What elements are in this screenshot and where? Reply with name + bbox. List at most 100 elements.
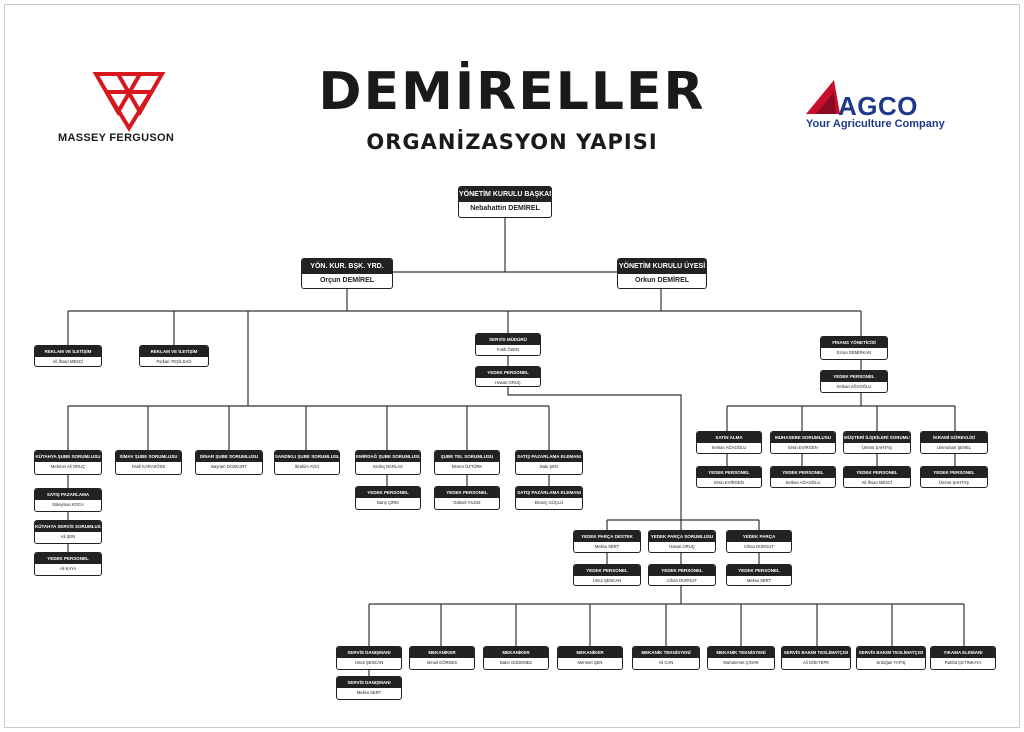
org-node-ads-1: REKLAM VE İLETİŞİM Ali İhsan MESCİ	[34, 345, 102, 367]
org-node-role: SATIŞ PAZARLAMA ELEMANI	[516, 487, 582, 498]
org-node-role: REKLAM VE İLETİŞİM	[140, 346, 208, 357]
org-node-name: Serkan AĞAOĞLU	[711, 445, 747, 450]
org-node-name: Orkun DEMİREL	[634, 277, 690, 284]
org-node-service-team: MEKANİKER İsmail GÖRDES	[409, 646, 475, 670]
org-node-finance-team: İKRAMİ GÖREVLİSİ Ummuhan ŞENEL	[920, 431, 988, 454]
org-node-finance-team: SATIN ALMA Serkan AĞAOĞLU	[696, 431, 762, 454]
org-node-name: Ali ŞEN	[60, 534, 76, 539]
agco-logo	[806, 80, 840, 114]
org-node-role: SİMAV ŞUBE SORUMLUSU	[116, 451, 181, 462]
org-node-finance-team-backup: YEDEK PERSONEL Ersin EVİRGEN	[696, 466, 762, 488]
org-node-name: Göksel YILDIZ	[453, 500, 481, 505]
org-node-role: MEKANİK TEKNİSYENİ	[633, 647, 699, 658]
org-node-role: YEDEK PERSONEL	[771, 467, 835, 478]
org-node-role: MEKANİKER	[410, 647, 474, 658]
org-node-name: Ercan DEMİRKAN	[836, 350, 872, 355]
org-node-service-team: SERVİS DANIŞMANI Umut ŞENCAN	[336, 646, 402, 670]
org-node-name: Fatih ÖZEN	[496, 347, 520, 352]
org-node-role: KÜTAHYA SERVİS SORUMLUSU	[35, 521, 101, 532]
org-node-name: Rahfat ÇETİNKAYA	[944, 660, 982, 665]
org-node-role: YEDEK PERSONEL	[356, 487, 420, 498]
org-node-role: MEKANİKER	[558, 647, 622, 658]
org-node-name: Ali İhsan MESCİ	[861, 480, 893, 485]
org-node-finance-team-backup: YEDEK PERSONEL Ümmü ŞAHTAŞ	[920, 466, 988, 488]
org-node-parts: YEDEK PARÇA DESTEK Melisa SERT	[573, 530, 641, 553]
org-node-emirdag-backup: YEDEK PERSONEL Barış ÇIRIK	[355, 486, 421, 510]
org-node-name: Batın GÜDEMEZ	[500, 660, 532, 665]
org-node-role: SERVİS DANIŞMANI	[337, 647, 401, 658]
org-node-name: Fatih KARAKÖSE	[131, 464, 166, 469]
org-node-role: SERVİS MÜDÜRÜ	[476, 334, 540, 345]
org-node-parts-backup: YEDEK PERSONEL Umut ŞENCAN	[573, 564, 641, 586]
org-node-name: Ekmeç GÜÇLÜ	[534, 500, 564, 505]
org-node-role: EMİRDAĞ ŞUBE SORUMLUSU	[356, 451, 420, 462]
org-node-finance-manager: FİNANS YÖNETİCİSİ Ercan DEMİRKAN	[820, 336, 888, 360]
org-node-role: SERVİS DANIŞMANI	[337, 677, 401, 688]
org-node-parts: YEDEK PARÇA Cihan DURGUT	[726, 530, 792, 553]
org-node-name: Ersin EVİRGEN	[714, 480, 744, 485]
org-node-role: YEDEK PERSONEL	[476, 367, 540, 378]
org-node-sales-extra: SATIŞ PAZARLAMA ELEMANI Ekmeç GÜÇLÜ	[515, 486, 583, 510]
org-node-role: SERVİS BAKIM TESLİMATÇISI	[782, 647, 850, 658]
org-node-role: ŞUBE TEL SORUMLUSU	[435, 451, 499, 462]
org-node-name: Melisa SERT	[356, 690, 382, 695]
org-node-role: SATIŞ PAZARLAMA	[35, 489, 101, 500]
org-node-name: Bayram DOZKURT	[211, 464, 247, 469]
org-node-role: SATIN ALMA	[697, 432, 761, 443]
org-node-role: MEKANİK TEKNİSYENİ	[708, 647, 774, 658]
org-node-name: Melisa SERT	[594, 544, 620, 549]
org-node-role: YEDEK PARÇA SORUMLUSU	[649, 531, 715, 542]
org-node-role: YEDEK PARÇA DESTEK	[574, 531, 640, 542]
org-node-finance-team: MUHASEBE SORUMLUSU Ersin EVİRGEN	[770, 431, 836, 454]
org-node-branch: ŞUBE TEL SORUMLUSU Ekrem ÖZTÜRK	[434, 450, 500, 475]
page-frame	[4, 4, 1020, 728]
org-node-name: Baki ŞEN	[540, 464, 558, 469]
org-node-finance-team-backup: YEDEK PERSONEL Serkan AĞAOĞLU	[770, 466, 836, 488]
org-node-name: Ali KAYA	[59, 566, 77, 571]
org-node-role: YIKAMA ELEMANI	[931, 647, 995, 658]
org-node-role: YEDEK PERSONEL	[821, 371, 887, 382]
org-node-name: Orçun DEMİREL	[319, 277, 375, 284]
org-node-kutahya-sub: SATIŞ PAZARLAMA Süleyman KOCA	[34, 488, 102, 512]
org-node-name: Furkan YEŞİLDAĞ	[156, 359, 192, 364]
org-node-branch: KÜTAHYA ŞUBE SORUMLUSU Mehmet Ali ORUÇ	[34, 450, 102, 475]
org-node-role: YEDEK PERSONEL	[921, 467, 987, 478]
org-node-name: Ali GÖKTEPE	[802, 660, 830, 665]
org-node-name: Erdinç BARLAS	[373, 464, 403, 469]
org-node-deputy-chairman: YÖN. KUR. BŞK. YRD. Orçun DEMİREL	[301, 258, 393, 289]
massey-ferguson-wordmark: MASSEY FERGUSON	[58, 132, 175, 144]
org-node-name: Süleyman KOCA	[52, 502, 84, 507]
org-node-role: SERVİS BAKIM TESLİMATÇISI	[857, 647, 925, 658]
org-node-finance-backup: YEDEK PERSONEL Serkan AĞAOĞLU	[820, 370, 888, 393]
org-node-branch: EMİRDAĞ ŞUBE SORUMLUSU Erdinç BARLAS	[355, 450, 421, 475]
org-node-role: REKLAM VE İLETİŞİM	[35, 346, 101, 357]
org-node-parts-backup: YEDEK PERSONEL Melisa SERT	[726, 564, 792, 586]
org-node-name: Mehmet ŞEN	[577, 660, 603, 665]
agco-wordmark: AGCO	[838, 91, 918, 121]
org-node-name: Nebahattin DEMİREL	[470, 205, 540, 212]
page-title: DEMİRELLER	[318, 62, 706, 122]
massey-ferguson-logo	[92, 72, 166, 132]
agco-tagline: Your Agriculture Company	[806, 118, 945, 130]
org-node-service-team: MEKANİK TEKNİSYENİ Muhammet ÇINAR	[707, 646, 775, 670]
org-node-kutahya-sub: KÜTAHYA SERVİS SORUMLUSU Ali ŞEN	[34, 520, 102, 544]
org-node-kutahya-sub: YEDEK PERSONEL Ali KAYA	[34, 552, 102, 576]
org-node-name: Ekrem ÖZTÜRK	[451, 464, 483, 469]
org-node-finance-team: MÜŞTERİ İLİŞKİLERİ SORUMLUSU Ümmü ŞAHTAŞ	[843, 431, 911, 454]
org-node-parts-backup: YEDEK PERSONEL Cihan DURGUT	[648, 564, 716, 586]
org-node-name: Serkan AĞAOĞLU	[836, 384, 872, 389]
org-node-chairman: YÖNETİM KURULU BAŞKANI Nebahattin DEMİRE…	[458, 186, 552, 218]
org-node-name: İsmail GÖRDES	[426, 660, 458, 665]
org-node-role: SATIŞ PAZARLAMA ELEMANI	[516, 451, 582, 462]
page-subtitle: ORGANİZASYON YAPISI	[366, 130, 658, 154]
org-node-service-team: MEKANİKER Batın GÜDEMEZ	[483, 646, 549, 670]
org-node-name: Serkan AĞAOĞLU	[785, 480, 821, 485]
org-node-role: YEDEK PERSONEL	[697, 467, 761, 478]
org-node-role: KÜTAHYA ŞUBE SORUMLUSU	[35, 451, 101, 462]
org-node-name: Muhammet ÇINAR	[723, 660, 759, 665]
org-node-name: Melisa SERT	[746, 578, 772, 583]
org-node-name: Ersin EVİRGEN	[788, 445, 818, 450]
org-node-name: Ümmü ŞAHTAŞ	[939, 480, 969, 485]
org-node-name: Cihan DURGUT	[743, 544, 775, 549]
